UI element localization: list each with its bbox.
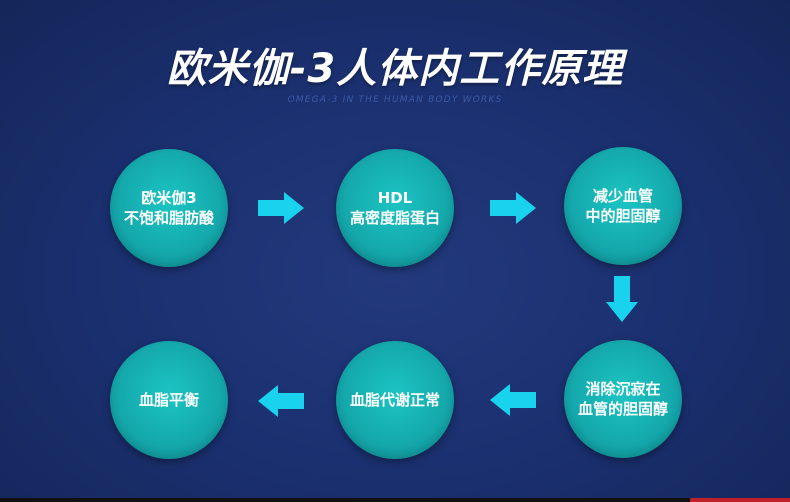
arrow-left-icon [258, 385, 304, 417]
step-label-line1: 血脂代谢正常 [349, 391, 440, 409]
step-circle-hdl: HDL 高密度脂蛋白 [336, 149, 454, 267]
step-circle-clear-cholesterol: 消除沉寂在 血管的胆固醇 [564, 340, 682, 458]
step-label-line2: 血管的胆固醇 [577, 400, 668, 418]
step-label-line2: 高密度脂蛋白 [349, 209, 440, 227]
step-circle-omega3: 欧米伽3 不饱和脂肪酸 [110, 149, 228, 267]
step-circle-normal-metabolism: 血脂代谢正常 [336, 341, 454, 459]
step-label-line1: 消除沉寂在 [585, 380, 661, 398]
page-title: 欧米伽-3人体内工作原理 [166, 46, 624, 92]
step-circle-lipid-balance: 血脂平衡 [110, 341, 228, 459]
bottom-divider [0, 498, 790, 502]
step-label-line2: 不饱和脂肪酸 [123, 209, 214, 227]
arrow-right-icon [490, 192, 536, 224]
arrow-left-icon [490, 384, 536, 416]
step-label-line1: 减少血管 [592, 187, 653, 205]
step-label-line2: 中的胆固醇 [585, 207, 661, 225]
step-label-line1: HDL [377, 189, 413, 207]
arrow-down-icon [606, 276, 638, 322]
step-label-line1: 血脂平衡 [138, 391, 199, 409]
bottom-accent [690, 498, 790, 502]
step-label-line1: 欧米伽3 [141, 189, 197, 207]
step-circle-reduce-cholesterol: 减少血管 中的胆固醇 [564, 147, 682, 265]
arrow-right-icon [258, 192, 304, 224]
page-subtitle: OMEGA-3 IN THE HUMAN BODY WORKS [287, 95, 503, 105]
